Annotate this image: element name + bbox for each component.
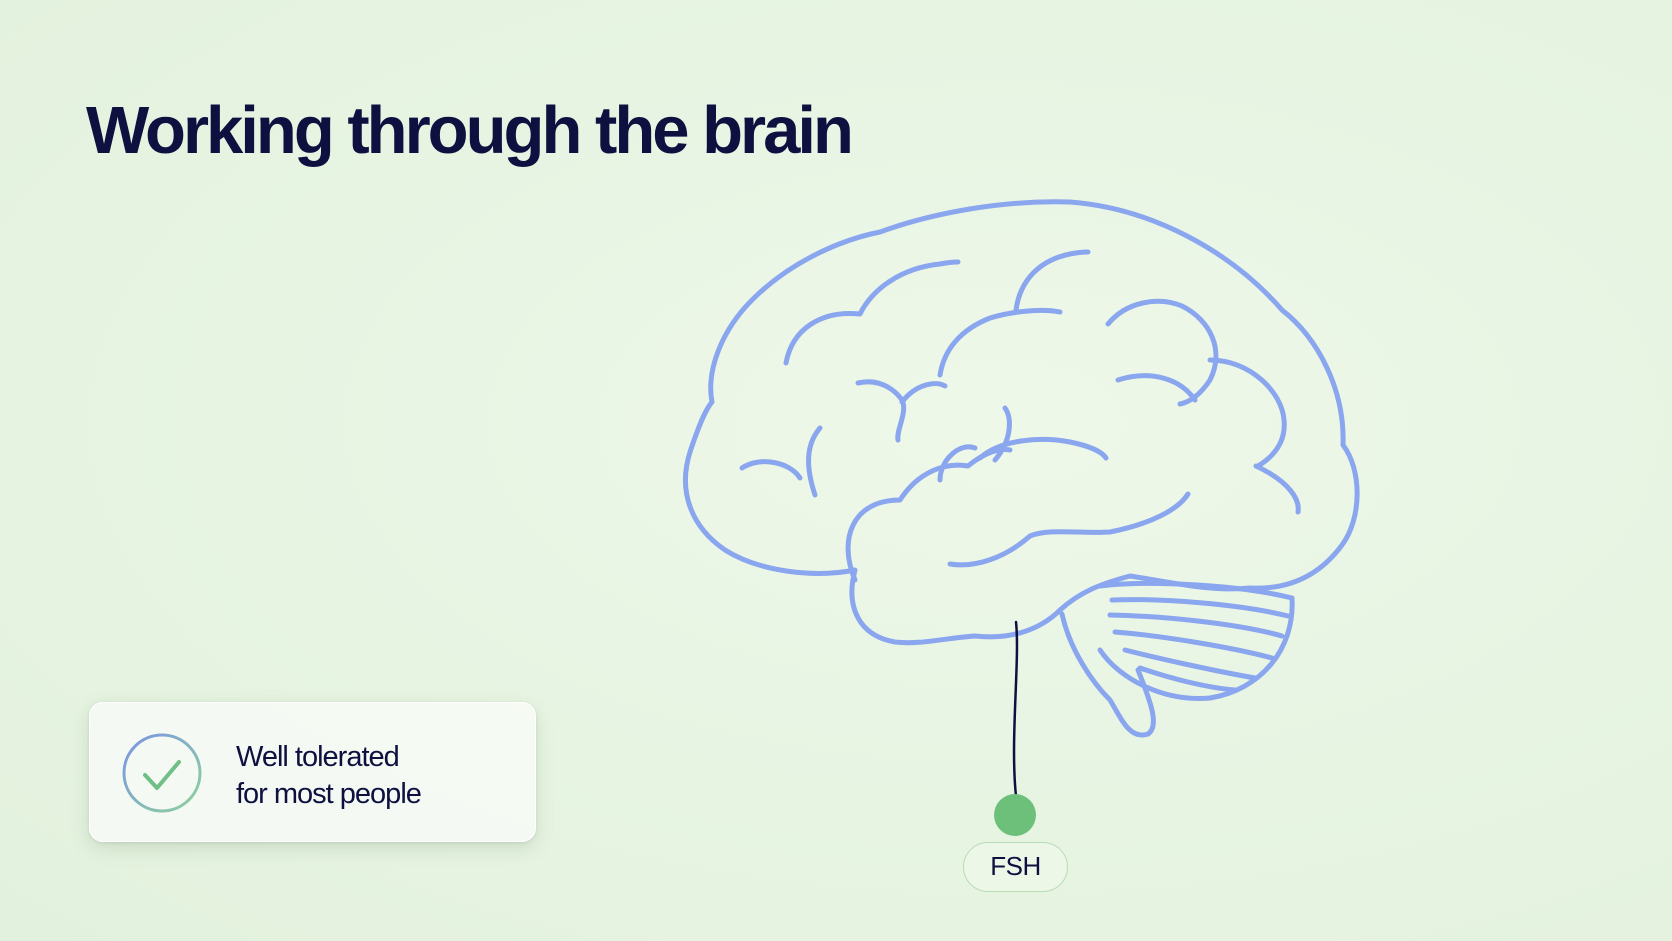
card-line-1: Well tolerated (236, 741, 400, 773)
brainstem (1059, 611, 1156, 738)
page-title: Working through the brain (86, 93, 854, 168)
check-circle-icon (122, 733, 202, 813)
fsh-connector-line (1012, 620, 1019, 798)
card-text: Well tolerated for most people (236, 739, 422, 813)
cerebellum (1097, 580, 1295, 701)
brain-outline (683, 199, 1360, 646)
tolerability-card: Well tolerated for most people (89, 702, 536, 842)
fsh-dot (994, 794, 1036, 836)
fsh-label: FSH (963, 842, 1068, 892)
card-line-2: for most people (236, 778, 422, 810)
